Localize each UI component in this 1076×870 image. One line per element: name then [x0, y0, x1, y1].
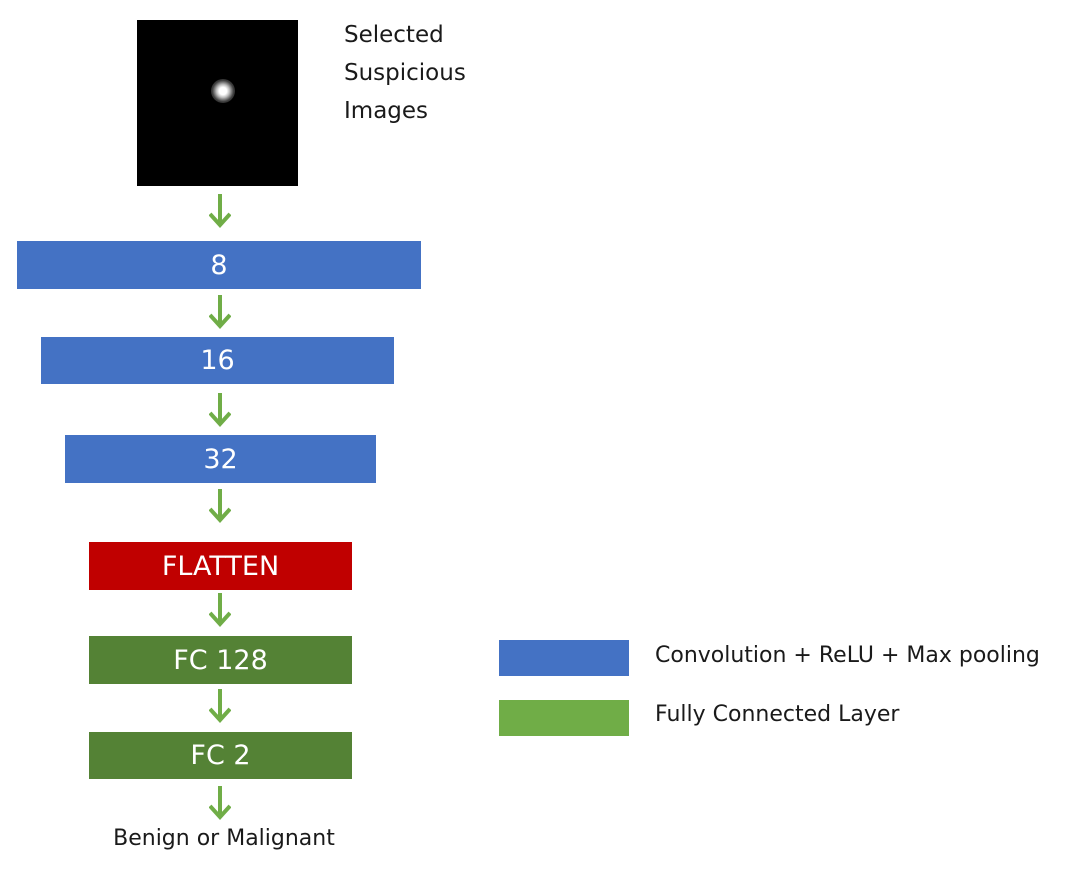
legend-swatch-conv	[499, 640, 629, 676]
input-image	[137, 20, 298, 186]
input-caption-line: Suspicious	[344, 60, 466, 86]
legend-swatch-fc	[499, 700, 629, 736]
legend-label-fc: Fully Connected Layer	[655, 702, 900, 727]
fc-layer-128: FC 128	[89, 636, 352, 684]
flatten-layer: FLATTEN	[89, 542, 352, 590]
input-caption-line: Selected	[344, 22, 444, 48]
down-arrow-icon	[209, 295, 231, 329]
input-caption-line: Images	[344, 98, 429, 124]
down-arrow-icon	[209, 393, 231, 427]
down-arrow-icon	[209, 689, 231, 723]
down-arrow-icon	[209, 593, 231, 627]
conv-layer-8: 8	[17, 241, 421, 289]
down-arrow-icon	[209, 786, 231, 820]
legend-label-conv: Convolution + ReLU + Max pooling	[655, 643, 1040, 668]
down-arrow-icon	[209, 489, 231, 523]
input-caption: Selected Suspicious Images	[344, 16, 466, 130]
conv-layer-16: 16	[41, 337, 394, 384]
down-arrow-icon	[209, 194, 231, 228]
output-label: Benign or Malignant	[113, 826, 335, 851]
conv-layer-32: 32	[65, 435, 376, 483]
fc-layer-2: FC 2	[89, 732, 352, 779]
lesion-spot	[211, 79, 235, 103]
